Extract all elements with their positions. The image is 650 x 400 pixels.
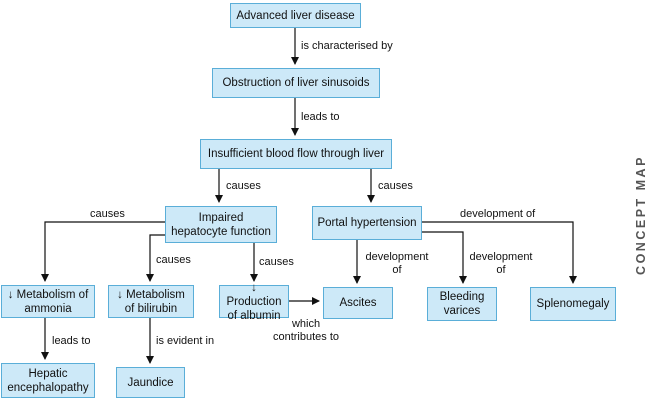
side-title-text: CONCEPT MAP (634, 155, 648, 275)
label-causes-ammonia: causes (90, 208, 125, 220)
node-jaundice: Jaundice (116, 367, 185, 398)
label-which-contributes-to: which contributes to (272, 318, 340, 343)
node-advanced-liver-disease: Advanced liver disease (230, 3, 361, 28)
arrow-portal-varices (412, 231, 467, 284)
node-impaired-hepatocyte-function: Impaired hepatocyte function (165, 206, 277, 243)
label-development-of-splenomegaly: development of (460, 208, 536, 220)
label-causes-portal: causes (378, 180, 413, 192)
node-production-of-albumin: ↓ Production of albumin (219, 282, 289, 322)
arrow-portal-splenomegaly (422, 221, 577, 284)
node-bleeding-varices: Bleeding varices (427, 287, 497, 321)
node-obstruction-of-liver-sinusoids: Obstruction of liver sinusoids (212, 68, 380, 98)
node-ascites: Ascites (323, 287, 393, 319)
node-insufficient-blood-flow: Insufficient blood flow through liver (200, 139, 392, 169)
node-portal-hypertension: Portal hypertension (312, 206, 422, 240)
node-splenomegaly: Splenomegaly (530, 287, 616, 321)
label-causes-impaired: causes (226, 180, 261, 192)
label-causes-albumin: causes (259, 256, 294, 268)
arrow-impaired-ammonia (41, 221, 165, 282)
arrow-impaired-bilirubin (146, 234, 165, 282)
node-metabolism-of-ammonia: ↓ Metabolism of ammonia (1, 285, 95, 318)
label-is-evident-in: is evident in (156, 335, 215, 347)
label-leads-to-2: leads to (52, 335, 91, 347)
label-development-of-varices: development of (469, 251, 533, 276)
side-title: CONCEPT MAP (631, 145, 650, 285)
label-development-of-ascites: development of (365, 251, 429, 276)
label-leads-to-1: leads to (301, 111, 340, 123)
node-metabolism-of-bilirubin: ↓ Metabolism of bilirubin (108, 285, 194, 318)
label-causes-bilirubin: causes (156, 254, 191, 266)
label-is-characterised-by: is characterised by (301, 40, 393, 52)
node-hepatic-encephalopathy: Hepatic encephalopathy (1, 363, 95, 398)
